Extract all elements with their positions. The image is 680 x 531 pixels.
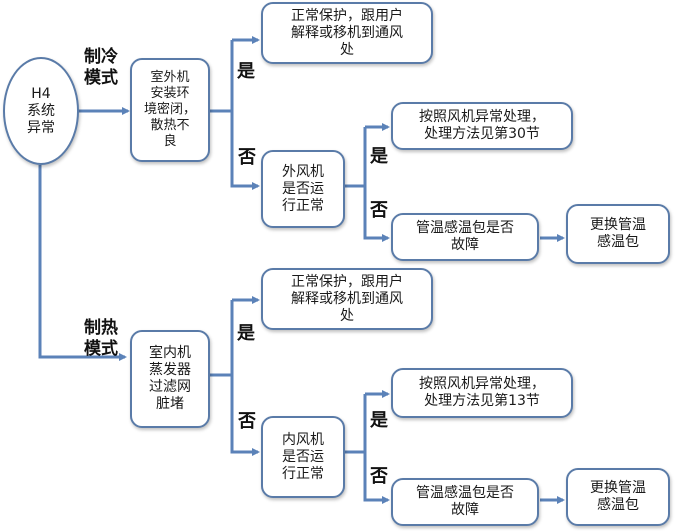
cooling-fan-question-node: 外风机 是否运 行正常 xyxy=(261,150,345,228)
cooling-normal-protection-node: 正常保护，跟用户 解释或移机到通风 处 xyxy=(261,2,433,64)
cooling-fan-yes-label: 是 xyxy=(370,146,388,167)
heating-sensor-question-node: 管温感温包是否 故障 xyxy=(391,478,539,526)
connector-heating-fan-split xyxy=(345,394,367,454)
arrow-cooling-fan-no xyxy=(363,186,390,242)
arrow-root-to-heating xyxy=(38,165,127,361)
cooling-no-label: 否 xyxy=(238,147,256,168)
heating-yes-label: 是 xyxy=(237,323,255,344)
heating-fan-fault-handling-node: 按照风机异常处理， 处理方法见第13节 xyxy=(391,368,573,418)
arrow-heating-no xyxy=(230,375,260,456)
cooling-sensor-question-node: 管温感温包是否 故障 xyxy=(391,213,539,261)
cooling-yes-label: 是 xyxy=(237,61,255,82)
arrow-cooling-no xyxy=(230,111,260,190)
heating-no-label: 否 xyxy=(238,411,256,432)
heating-fan-no-label: 否 xyxy=(370,466,388,487)
heating-fan-question-node: 内风机 是否运 行正常 xyxy=(261,416,345,498)
arrow-heating-fan-no xyxy=(363,452,390,504)
heating-fan-yes-label: 是 xyxy=(370,410,388,431)
connector-heating-cause-split xyxy=(210,300,234,377)
heating-replace-sensor-node: 更换管温 感温包 xyxy=(566,468,670,526)
cooling-fan-no-label: 否 xyxy=(370,200,388,221)
heating-cause-node: 室内机 蒸发器 过滤网 脏堵 xyxy=(130,330,210,428)
cooling-cause-node: 室外机 安装环 境密闭， 散热不 良 xyxy=(130,58,210,162)
heating-mode-label: 制热 模式 xyxy=(84,318,118,359)
connector-cooling-cause-split xyxy=(210,40,234,113)
cooling-replace-sensor-node: 更换管温 感温包 xyxy=(566,204,670,264)
root-node-h4-fault: H4 系统 异常 xyxy=(3,57,79,165)
cooling-mode-label: 制冷 模式 xyxy=(84,47,118,88)
connector-cooling-fan-split xyxy=(345,127,367,188)
cooling-fan-fault-handling-node: 按照风机异常处理， 处理方法见第30节 xyxy=(391,102,573,150)
heating-normal-protection-node: 正常保护，跟用户 解释或移机到通风 处 xyxy=(261,268,433,330)
